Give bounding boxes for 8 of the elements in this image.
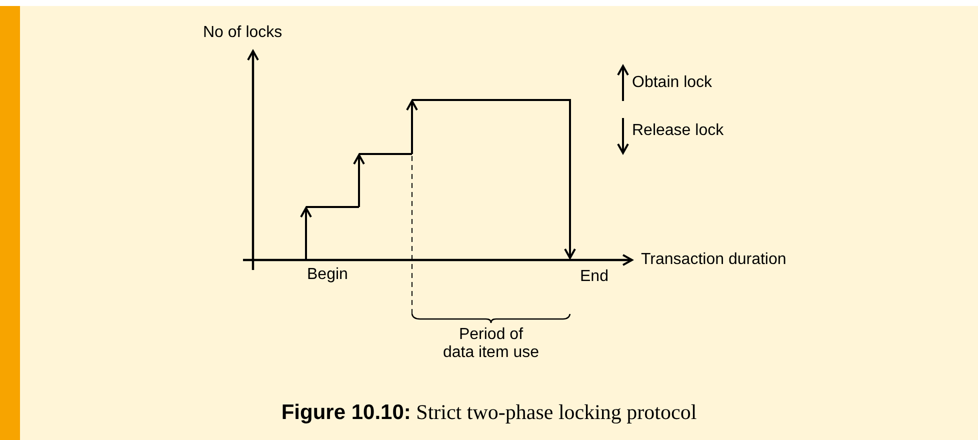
axis-label: Transaction duration <box>641 251 786 269</box>
legend-text: Release lock <box>632 122 724 140</box>
legend-text: Obtain lock <box>632 74 712 92</box>
axis-label: No of locks <box>203 24 282 42</box>
annotation: Period of data item use <box>442 326 540 362</box>
caption: Figure 10.10: Strict two-phase locking protocol <box>281 400 697 425</box>
axis-label: End <box>580 268 608 286</box>
axis-label: Begin <box>307 266 348 284</box>
